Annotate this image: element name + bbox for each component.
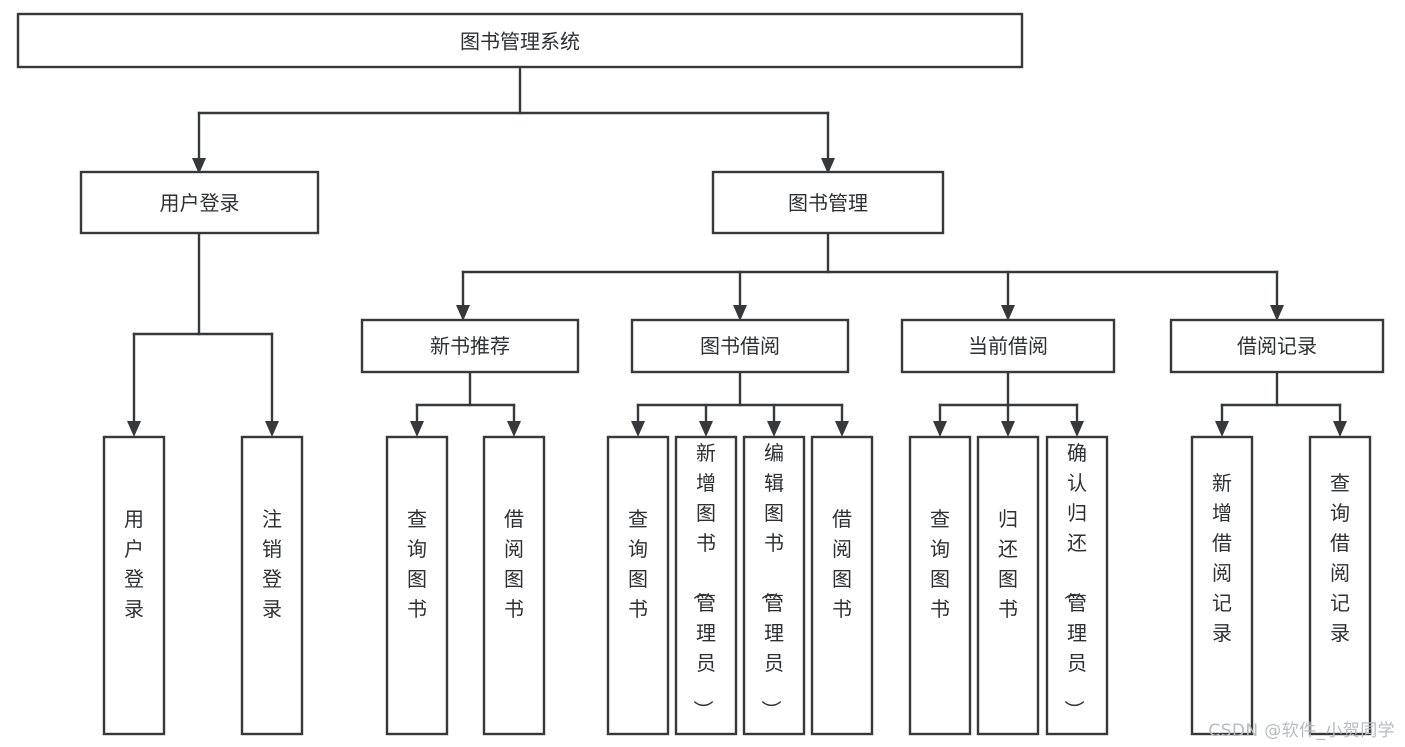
arrowhead-newbook-l2 [507, 421, 521, 437]
leaf-query-book-current-box[interactable] [908, 435, 972, 736]
leaf-user-login-box[interactable] [102, 435, 166, 736]
arrowhead-to-login [192, 158, 206, 174]
leaf-borrow-book-borrow-box[interactable] [810, 435, 874, 736]
node-borrow-record-box[interactable] [1169, 318, 1385, 374]
arrowhead-current [1001, 305, 1015, 321]
leaf-borrow-book-borrow[interactable]: 借阅图书 [810, 435, 874, 736]
node-new-book-recommend-label: 新书推荐 [430, 334, 510, 358]
arrowhead-current-l1 [933, 421, 947, 437]
node-root-system[interactable]: 图书管理系统 [16, 12, 1024, 69]
leaf-confirm-return-admin-box[interactable] [1045, 435, 1109, 736]
node-book-borrow-box[interactable] [630, 318, 850, 374]
leaf-return-book[interactable]: 归还图书 [976, 435, 1040, 736]
leaf-borrow-book-recommend[interactable]: 借阅图书 [482, 435, 546, 736]
node-book-borrow[interactable]: 图书借阅 [630, 318, 850, 374]
leaf-add-borrow-record-box[interactable] [1190, 435, 1254, 736]
arrowhead-record [1270, 305, 1284, 321]
node-user-login-label: 用户登录 [160, 191, 240, 215]
leaf-edit-book-admin-box[interactable] [742, 435, 806, 736]
arrowhead-borrow-l4 [835, 421, 849, 437]
node-root-box[interactable] [16, 12, 1024, 69]
arrowhead-newbook-l1 [410, 421, 424, 437]
node-current-borrow-box[interactable] [900, 318, 1116, 374]
leaf-logout-box[interactable] [240, 435, 304, 736]
node-user-login-box[interactable] [79, 170, 320, 235]
node-user-login[interactable]: 用户登录 [79, 170, 320, 235]
node-root-label: 图书管理系统 [460, 30, 580, 54]
leaf-query-book-borrow[interactable]: 查询图书 [606, 435, 670, 736]
arrowhead-borrow [733, 305, 747, 321]
leaf-add-book-admin-label: 新增图书（管理员） [691, 441, 716, 720]
arrowhead-record-l2 [1333, 421, 1347, 437]
leaf-query-book-borrow-box[interactable] [606, 435, 670, 736]
leaf-query-book-current[interactable]: 查询图书 [908, 435, 972, 736]
arrowhead-login-leaf1 [127, 421, 141, 437]
arrowhead-borrow-l2 [699, 421, 713, 437]
leaf-add-borrow-record[interactable]: 新增借阅记录 [1190, 435, 1254, 736]
leaf-confirm-return-admin[interactable]: 确认归还（管理员） [1045, 435, 1109, 736]
node-borrow-record[interactable]: 借阅记录 [1169, 318, 1385, 374]
leaf-query-borrow-record[interactable]: 查询借阅记录 [1308, 435, 1372, 736]
node-new-book-recommend[interactable]: 新书推荐 [360, 318, 580, 374]
node-borrow-record-label: 借阅记录 [1237, 334, 1317, 358]
leaf-query-borrow-record-box[interactable] [1308, 435, 1372, 736]
csdn-watermark: CSDN @软件_小贺同学 [1208, 721, 1395, 741]
leaf-borrow-book-recommend-label: 借阅图书 [504, 507, 524, 621]
leaf-confirm-return-admin-label: 确认归还（管理员） [1062, 441, 1087, 720]
leaf-logout-label: 注销登录 [262, 507, 282, 621]
arrowhead-newbook [456, 305, 470, 321]
leaf-query-book-recommend-label: 查询图书 [407, 507, 427, 621]
leaf-query-borrow-record-label: 查询借阅记录 [1330, 471, 1350, 645]
leaf-edit-book-admin-label: 编辑图书（管理员） [759, 441, 784, 720]
leaf-add-borrow-record-label: 新增借阅记录 [1212, 471, 1232, 645]
arrowhead-record-l1 [1215, 421, 1229, 437]
node-book-borrow-label: 图书借阅 [700, 334, 780, 358]
leaf-return-book-box[interactable] [976, 435, 1040, 736]
connector-layer [127, 65, 1347, 437]
node-current-borrow-label: 当前借阅 [968, 334, 1048, 358]
leaf-add-book-admin-box[interactable] [674, 435, 738, 736]
arrowhead-login-leaf2 [265, 421, 279, 437]
leaf-edit-book-admin[interactable]: 编辑图书（管理员） [742, 435, 806, 736]
node-new-book-recommend-box[interactable] [360, 318, 580, 374]
arrowhead-to-bookmgmt [821, 158, 835, 174]
arrowhead-current-l3 [1070, 421, 1084, 437]
arrowhead-borrow-l3 [767, 421, 781, 437]
node-book-management-box[interactable] [711, 170, 945, 235]
leaf-query-book-borrow-label: 查询图书 [628, 507, 648, 621]
leaf-return-book-label: 归还图书 [998, 507, 1018, 621]
arrowhead-current-l2 [1001, 421, 1015, 437]
node-current-borrow[interactable]: 当前借阅 [900, 318, 1116, 374]
node-book-management[interactable]: 图书管理 [711, 170, 945, 235]
arrowhead-borrow-l1 [631, 421, 645, 437]
leaf-add-book-admin[interactable]: 新增图书（管理员） [674, 435, 738, 736]
leaf-query-book-current-label: 查询图书 [930, 507, 950, 621]
leaf-user-login-label: 用户登录 [124, 507, 144, 621]
node-book-management-label: 图书管理 [788, 191, 868, 215]
leaf-borrow-book-borrow-label: 借阅图书 [832, 507, 852, 621]
leaf-borrow-book-recommend-box[interactable] [482, 435, 546, 736]
leaf-user-login[interactable]: 用户登录 [102, 435, 166, 736]
leaf-query-book-recommend[interactable]: 查询图书 [385, 435, 449, 736]
leaf-query-book-recommend-box[interactable] [385, 435, 449, 736]
leaf-logout[interactable]: 注销登录 [240, 435, 304, 736]
